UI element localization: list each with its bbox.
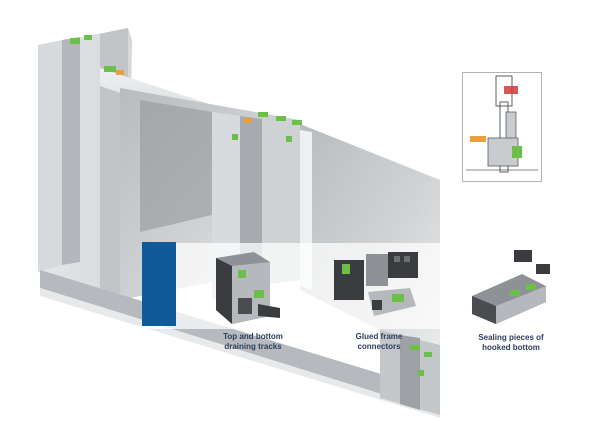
- cross-section-drawing: [462, 72, 542, 182]
- sealing-pieces-part-icon: [472, 250, 550, 324]
- callout-label-sealing-pieces: Sealing pieces of hooked bottom: [478, 333, 544, 352]
- frame-connectors-part-icon: [334, 252, 418, 316]
- accent-bar: [142, 242, 176, 326]
- draining-tracks-part-icon: [216, 252, 280, 324]
- callout-label-draining-tracks: Top and bottom draining tracks: [223, 332, 283, 351]
- callout-label-frame-connectors: Glued frame connectors: [355, 332, 403, 351]
